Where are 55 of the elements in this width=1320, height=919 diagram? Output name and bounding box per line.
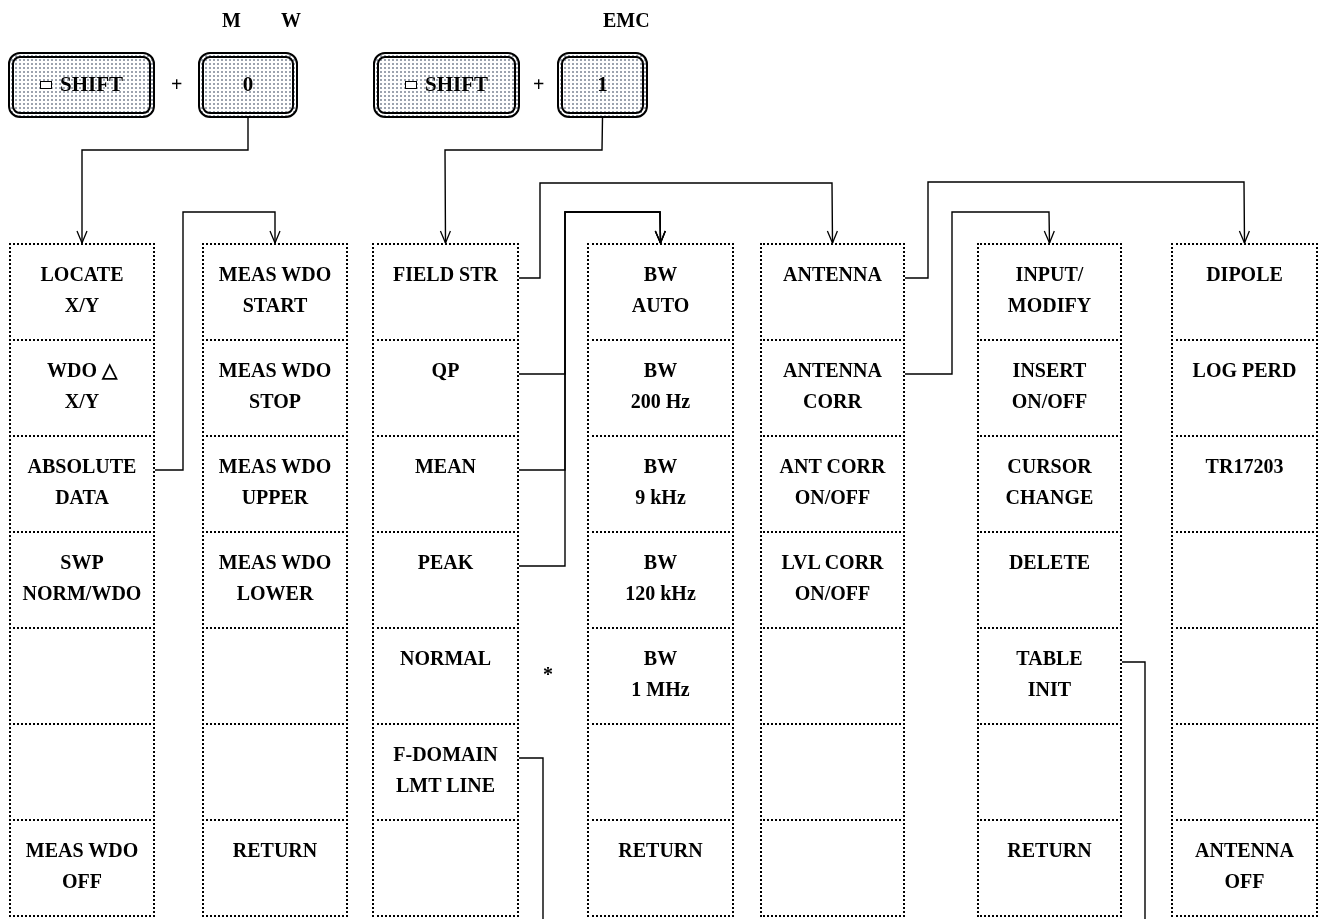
menu-label: BW 200 Hz	[630, 358, 691, 414]
menu-label: WDO △ X/Y	[47, 358, 117, 414]
menu-label: DELETE	[1008, 550, 1091, 575]
menu-label: BW 9 kHz	[635, 454, 686, 510]
menu-label: ANT CORR ON/OFF	[779, 454, 886, 510]
key-label: M	[222, 8, 241, 32]
menu-label: QP	[431, 358, 460, 383]
key-label: EMC	[603, 8, 650, 32]
key-button: SHIFT	[373, 52, 520, 118]
key-label: +	[533, 72, 545, 96]
menu-label: MEAS WDO UPPER	[218, 454, 332, 510]
menu-label: DIPOLE	[1206, 262, 1283, 287]
menu-label: FIELD STR	[393, 262, 498, 287]
menu-label: RETURN	[618, 838, 703, 863]
connector-arrow	[76, 117, 249, 244]
menu-label: RETURN	[232, 838, 318, 863]
key-button: 1	[557, 52, 648, 118]
connector-arrow	[439, 117, 604, 244]
menu-label: TABLE INIT	[1016, 646, 1083, 702]
menu-label: LOCATE X/Y	[40, 262, 124, 318]
key-button: 0	[198, 52, 298, 118]
connector-arrow	[518, 182, 839, 279]
menu-label: ANTENNA CORR	[783, 358, 882, 414]
connector-arrow	[154, 211, 281, 471]
key-button: SHIFT	[8, 52, 155, 118]
menu-label: MEAS WDO OFF	[25, 838, 139, 894]
key-label: +	[171, 72, 183, 96]
key-label: W	[281, 8, 301, 32]
connector-line	[518, 757, 544, 919]
menu-label: INSERT ON/OFF	[1011, 358, 1088, 414]
menu-label: MEAS WDO STOP	[218, 358, 332, 414]
menu-label: F-DOMAIN LMT LINE	[393, 742, 498, 798]
menu-label: RETURN	[1007, 838, 1092, 863]
menu-label: INPUT/ MODIFY	[1007, 262, 1092, 318]
menu-label: MEAN	[414, 454, 477, 479]
menu-label: TR17203	[1205, 454, 1284, 479]
menu-label: BW 1 MHz	[631, 646, 690, 702]
menu-label: LOG PERD	[1192, 358, 1297, 383]
connector-arrow	[904, 181, 1251, 279]
menu-label: MEAS WDO LOWER	[218, 550, 332, 606]
menu-label: PEAK	[417, 550, 474, 575]
key-label: *	[543, 662, 553, 686]
menu-label: BW 120 kHz	[625, 550, 696, 606]
connector-arrow	[518, 211, 666, 567]
menu-label: MEAS WDO START	[218, 262, 332, 318]
menu-label: ABSOLUTE DATA	[27, 454, 137, 510]
menu-label: BW AUTO	[631, 262, 690, 318]
menu-label: CURSOR CHANGE	[1005, 454, 1094, 510]
menu-label: SWP NORM/WDO	[22, 550, 142, 606]
connector-arrow	[904, 211, 1055, 375]
menu-label: ANTENNA	[783, 262, 882, 287]
menu-label: NORMAL	[399, 646, 492, 671]
connector-line	[1121, 661, 1146, 919]
menu-label: ANTENNA OFF	[1195, 838, 1294, 894]
menu-label: LVL CORR ON/OFF	[781, 550, 884, 606]
